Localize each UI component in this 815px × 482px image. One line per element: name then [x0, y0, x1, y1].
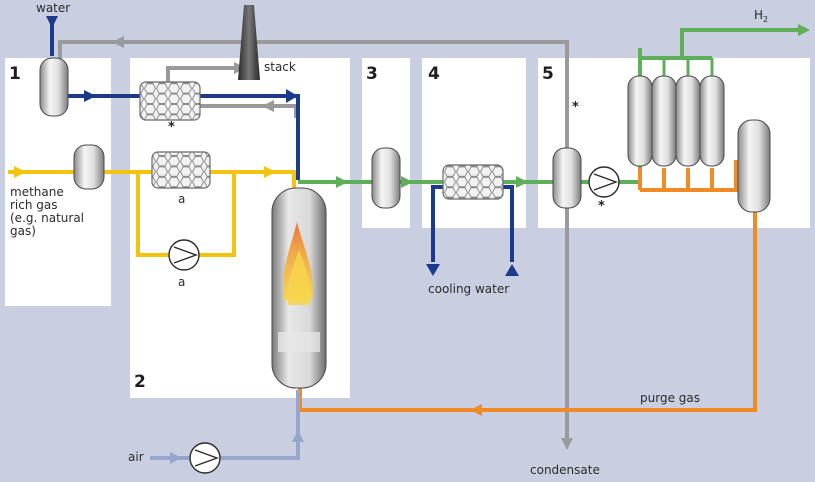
cooling-water-label: cooling water [428, 282, 510, 296]
arrow-icon [561, 438, 573, 450]
pump-icon [168, 239, 200, 271]
arrow-icon [84, 90, 96, 102]
stack-icon [238, 5, 260, 80]
air-line [150, 390, 300, 460]
arrow-icon [262, 100, 274, 112]
section-5-vessel [552, 147, 582, 209]
psa-column [651, 75, 677, 167]
section-3-number: 3 [366, 64, 378, 84]
arrow-icon [46, 16, 58, 28]
arrow-icon [112, 36, 124, 48]
section-4-panel [422, 58, 526, 228]
arrow-icon [516, 176, 528, 188]
steam-drum-vessel [39, 57, 69, 117]
section-3-vessel [371, 147, 401, 209]
arrow-icon [292, 430, 304, 442]
heat-exchanger-footnote-star: * [168, 120, 175, 135]
heat-exchanger-icon [442, 164, 504, 200]
psa-column [675, 75, 701, 167]
arrow-icon [14, 166, 26, 178]
condensate-footnote-star: * [572, 100, 579, 115]
section-5-number: 5 [542, 64, 554, 84]
arrow-icon [336, 176, 348, 188]
arrow-icon [505, 264, 519, 276]
arrow-icon [170, 452, 182, 464]
pump-icon [189, 442, 221, 474]
stack-label: stack [264, 60, 296, 74]
pump-footnote-star: * [598, 199, 605, 214]
methane-rich-gas-label: methane rich gas (e.g. natural gas) [10, 185, 85, 238]
heat-exchanger-icon [151, 151, 211, 189]
arrow-icon [470, 404, 482, 416]
arrow-icon [798, 24, 810, 36]
section-4-number: 4 [428, 64, 440, 84]
purge-gas-line [298, 206, 757, 412]
stack-feed-line [166, 66, 234, 84]
condensate-label: condensate [530, 463, 600, 477]
psa-column [627, 75, 653, 167]
cooling-water-out-line [500, 185, 514, 262]
water-label: water [36, 1, 71, 15]
air-label: air [128, 450, 144, 464]
purge-buffer-vessel [737, 119, 771, 213]
item-a-upper-label: a [178, 192, 186, 206]
purge-header [638, 160, 740, 192]
heat-exchanger-icon [139, 81, 201, 121]
flame-icon [283, 222, 313, 305]
pump-icon [588, 166, 620, 198]
arrow-icon [264, 166, 276, 178]
psa-column [699, 75, 725, 167]
section-1-number: 1 [9, 64, 21, 84]
feed-vessel [73, 144, 105, 190]
arrow-icon [286, 89, 298, 103]
arrow-icon [401, 176, 413, 188]
cooling-water-in-line [431, 185, 445, 262]
purge-gas-label: purge gas [640, 391, 700, 405]
h2-label: H2 [754, 8, 769, 25]
h2-outlet-line [680, 28, 800, 58]
condensate-return-line [58, 40, 569, 440]
arrow-icon [426, 264, 440, 276]
item-a-lower-label: a [178, 275, 186, 289]
section-2-number: 2 [134, 372, 146, 392]
